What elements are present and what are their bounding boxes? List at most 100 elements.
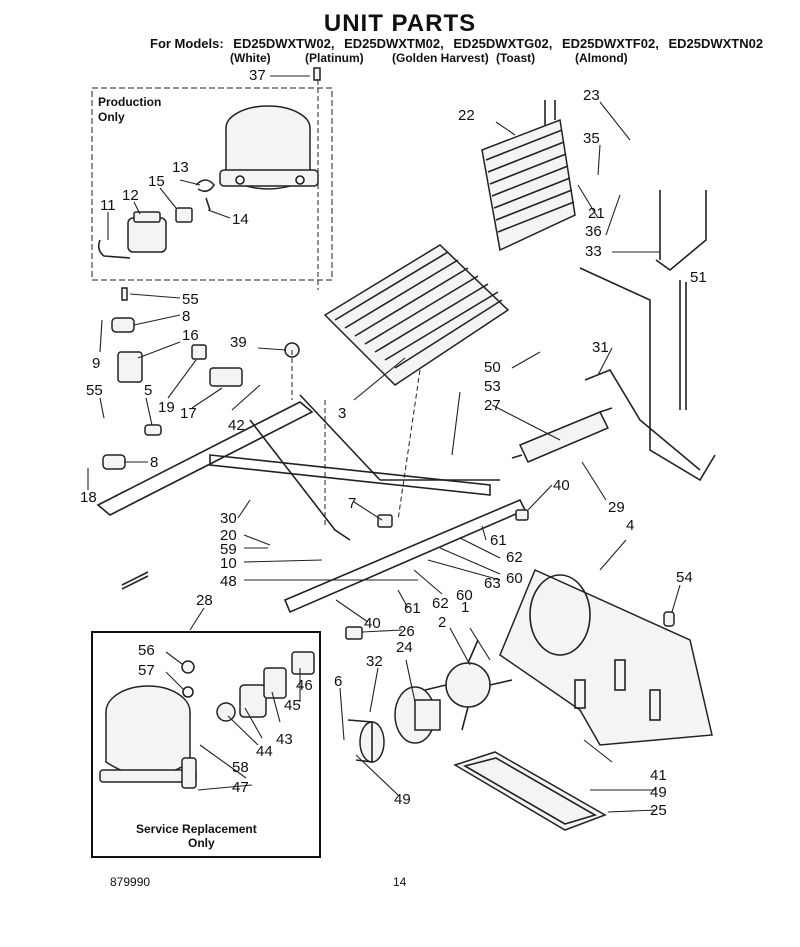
model-number: ED25DWXTG02, [453,36,553,51]
leader-lines [87,75,681,813]
service-box-label: Service Replacement [136,822,257,836]
callout-50: 50 [484,359,501,376]
callout-39: 39 [230,334,247,351]
callout-15: 15 [148,173,165,190]
callout-2: 2 [438,614,446,631]
callout-46: 46 [296,677,313,694]
model-number: ED25DWXTN02 [668,36,764,51]
callout-42: 42 [228,417,245,434]
production-box-label: Only [98,110,125,124]
callout-60: 60 [506,570,523,587]
condenser-illustration [323,244,510,386]
callout-36: 36 [585,223,602,240]
callout-45: 45 [284,697,301,714]
callout-53: 53 [484,378,501,395]
callout-60: 60 [456,587,473,604]
callout-61: 61 [490,532,507,549]
callout-9: 9 [92,355,100,372]
callout-29: 29 [608,499,625,516]
callout-55: 55 [86,382,103,399]
callout-47: 47 [232,779,249,796]
callout-56: 56 [138,642,155,659]
callout-48: 48 [220,573,237,590]
callout-20: 20 [220,527,237,544]
evaporator-illustration [481,100,576,252]
callout-17: 17 [180,405,197,422]
callout-8: 8 [150,454,158,471]
callout-1: 1 [461,599,469,616]
relay-overload-illustration [97,211,167,259]
callout-37: 37 [249,67,266,84]
callout-40: 40 [553,477,570,494]
compressor-service-illustration [99,685,197,789]
callout-59: 59 [220,541,237,558]
callout-19: 19 [158,399,175,416]
callout-61: 61 [404,600,421,617]
fan-bracket-illustration [499,568,713,746]
model-color: (White) [230,51,271,65]
callout-6: 6 [334,673,342,690]
callout-31: 31 [592,339,609,356]
callout-26: 26 [398,623,415,640]
service-box-label: Only [188,836,215,850]
callout-5: 5 [144,382,152,399]
callout-58: 58 [232,759,249,776]
callout-23: 23 [583,87,600,104]
model-number: ED25DWXTW02, [233,36,335,51]
callout-49: 49 [650,784,667,801]
callout-49: 49 [394,791,411,808]
callout-7: 7 [348,495,356,512]
callout-35: 35 [583,130,600,147]
callout-28: 28 [196,592,213,609]
base-frame-illustration [96,394,527,614]
callout-44: 44 [256,743,273,760]
fastener-illustrations [102,67,675,640]
callout-57: 57 [138,662,155,679]
callout-27: 27 [484,397,501,414]
drain-pan-illustration [453,751,607,831]
callout-62: 62 [432,595,449,612]
models-prefix: For Models: [150,36,224,51]
callout-43: 43 [276,731,293,748]
model-number: ED25DWXTF02, [562,36,659,51]
service-replacement-box: Service Replacement Only [91,631,321,858]
production-box-label: Production [98,95,161,109]
model-color: (Platinum) [305,51,364,65]
page-title: UNIT PARTS [323,10,477,37]
callout-11: 11 [100,197,116,214]
accumulator-illustration [511,407,613,463]
compressor-production-illustration [219,105,319,190]
callout-40: 40 [364,615,381,632]
callout-14: 14 [232,211,249,228]
callout-25: 25 [650,802,667,819]
callout-3: 3 [338,405,346,422]
callout-63: 63 [484,575,501,592]
callout-55: 55 [182,291,199,308]
callout-30: 30 [220,510,237,527]
callout-21: 21 [588,205,605,222]
refrigerant-tubing-illustration [579,190,716,482]
callout-33: 33 [585,243,602,260]
callout-22: 22 [458,107,475,124]
callout-8: 8 [182,308,190,325]
model-color: (Golden Harvest) [392,51,489,65]
callout-24: 24 [396,639,413,656]
callout-41: 41 [650,767,667,784]
callout-51: 51 [690,269,707,286]
callout-32: 32 [366,653,383,670]
model-color: (Toast) [496,51,536,65]
callout-18: 18 [80,489,97,506]
document-number: 879990 [110,875,151,889]
callout-13: 13 [172,159,189,176]
callout-10: 10 [220,555,237,572]
fan-motor-illustration [347,639,513,763]
production-only-box: Production Only [91,87,333,281]
callout-4: 4 [626,517,634,534]
callout-labels: 37 22 23 35 21 36 33 13 15 12 11 14 55 8… [80,67,707,819]
page-number: 14 [393,875,407,889]
model-number: ED25DWXTM02, [344,36,444,51]
callout-62: 62 [506,549,523,566]
model-color: (Almond) [575,51,628,65]
models-line: For Models: ED25DWXTW02, ED25DWXTM02, ED… [150,36,769,51]
